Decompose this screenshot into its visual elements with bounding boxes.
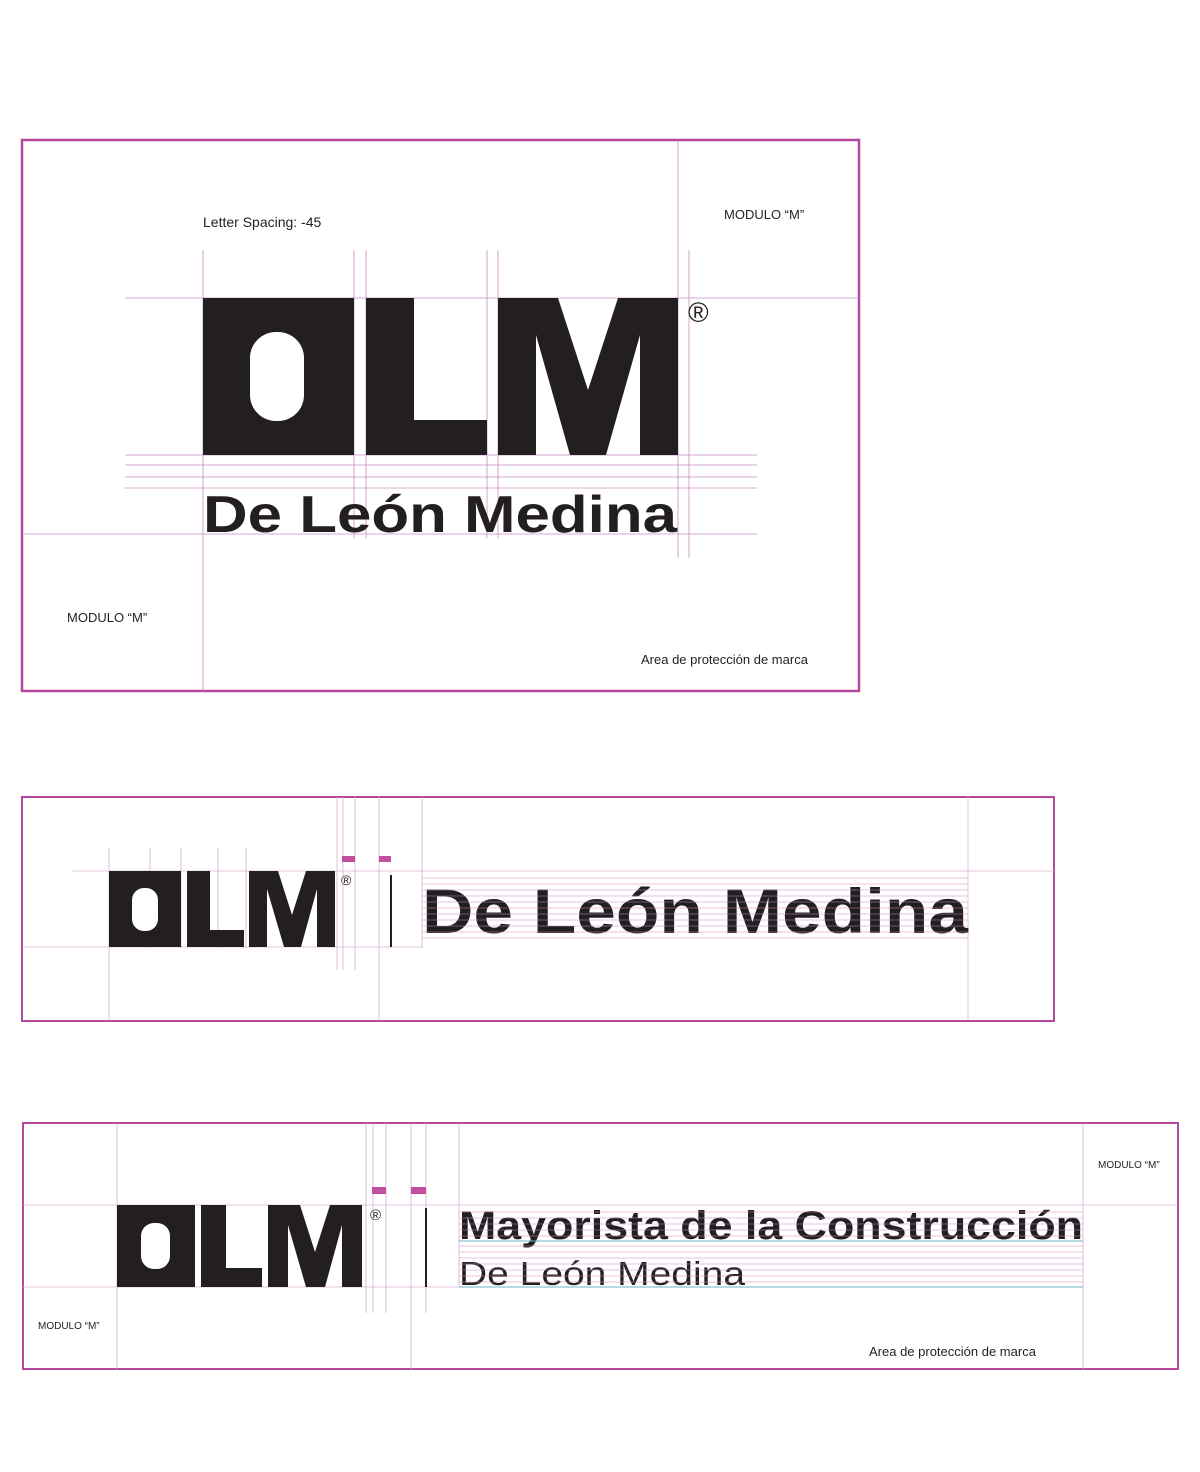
tagline-overlay-lines [459,1211,1083,1283]
dlm-logo-tagline [117,1205,362,1287]
baseline-guides [459,1240,1083,1288]
spacing-marker-1 [342,856,355,862]
dlm-letter-l [366,298,487,455]
dlm-tag-l [201,1205,262,1287]
dlm-medium-l [187,871,244,947]
modulo-label-bottom: MODULO “M” [67,610,147,625]
modulo-label-top-right: MODULO “M” [1098,1160,1160,1171]
brand-name-medium: De León Medina [422,877,969,947]
modulo-label-top: MODULO “M” [724,207,804,222]
panel2-frame [21,796,1055,1022]
dlm-logo-large [203,298,678,455]
panel1-frame [20,138,861,693]
registered-mark-large: ® [688,297,709,328]
panel3-frame [22,1122,1179,1370]
panel-vertical-logo: Letter Spacing: -45 MODULO “M” MODULO “M… [20,138,861,693]
brand-name-small: De León Medina [459,1255,746,1292]
spacing-marker-4 [411,1187,426,1194]
divider-bar [390,875,392,947]
dlm-medium-m [249,871,335,947]
protection-area-label: Area de protección de marca [641,652,809,667]
spacing-marker-2 [379,856,391,862]
dlm-tag-m [268,1205,362,1287]
protection-area-label-2: Area de protección de marca [869,1344,1037,1359]
dlm-letter-d-counter [250,332,304,421]
panel-horizontal-logo: ® De León Medina [21,796,1055,1022]
dlm-logo-medium [109,871,335,947]
spacing-marker-3 [372,1187,386,1194]
letter-spacing-label: Letter Spacing: -45 [203,214,322,230]
dlm-letter-m [498,298,678,455]
panel-tagline-logo: MODULO “M” MODULO “M” Area de protección… [22,1122,1179,1370]
name-overlay-lines [422,877,968,939]
registered-mark-small: ® [370,1207,381,1224]
panel1-guides [22,140,859,691]
brand-name-large: De León Medina [203,486,678,544]
divider-bar-2 [425,1208,427,1287]
modulo-label-bottom-left: MODULO “M” [38,1321,100,1332]
dlm-tag-d-counter [141,1223,170,1269]
dlm-medium-d-counter [132,888,158,931]
registered-mark-medium: ® [341,872,352,888]
